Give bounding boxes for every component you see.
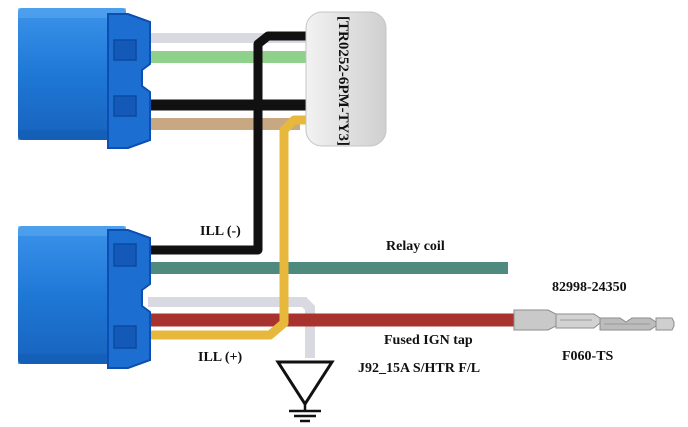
fuse-label: J92_15A S/HTR F/L xyxy=(358,361,480,376)
upper-connector[interactable] xyxy=(18,8,151,149)
connector-part-label: [TR0252-6PM-TY3] xyxy=(335,16,351,146)
lower-wire-harness xyxy=(148,262,520,358)
ill-minus-wire xyxy=(148,31,312,255)
terminal-part-label: 82998-24350 xyxy=(552,280,627,295)
lower-connector[interactable] xyxy=(18,226,151,369)
upper-wire-harness xyxy=(148,33,310,130)
ill-plus-label: ILL (+) xyxy=(198,350,242,365)
fused-ign-label: Fused IGN tap xyxy=(384,333,473,348)
crimp-terminal-icon xyxy=(513,309,675,331)
terminal-type-label: F060-TS xyxy=(562,349,614,364)
ground-symbol-icon xyxy=(275,360,335,423)
white-wire-to-ground xyxy=(148,297,315,358)
ill-minus-label: ILL (-) xyxy=(200,224,241,239)
relay-coil-label: Relay coil xyxy=(386,239,445,254)
mating-plug xyxy=(305,11,387,147)
ill-plus-wire xyxy=(148,115,310,340)
